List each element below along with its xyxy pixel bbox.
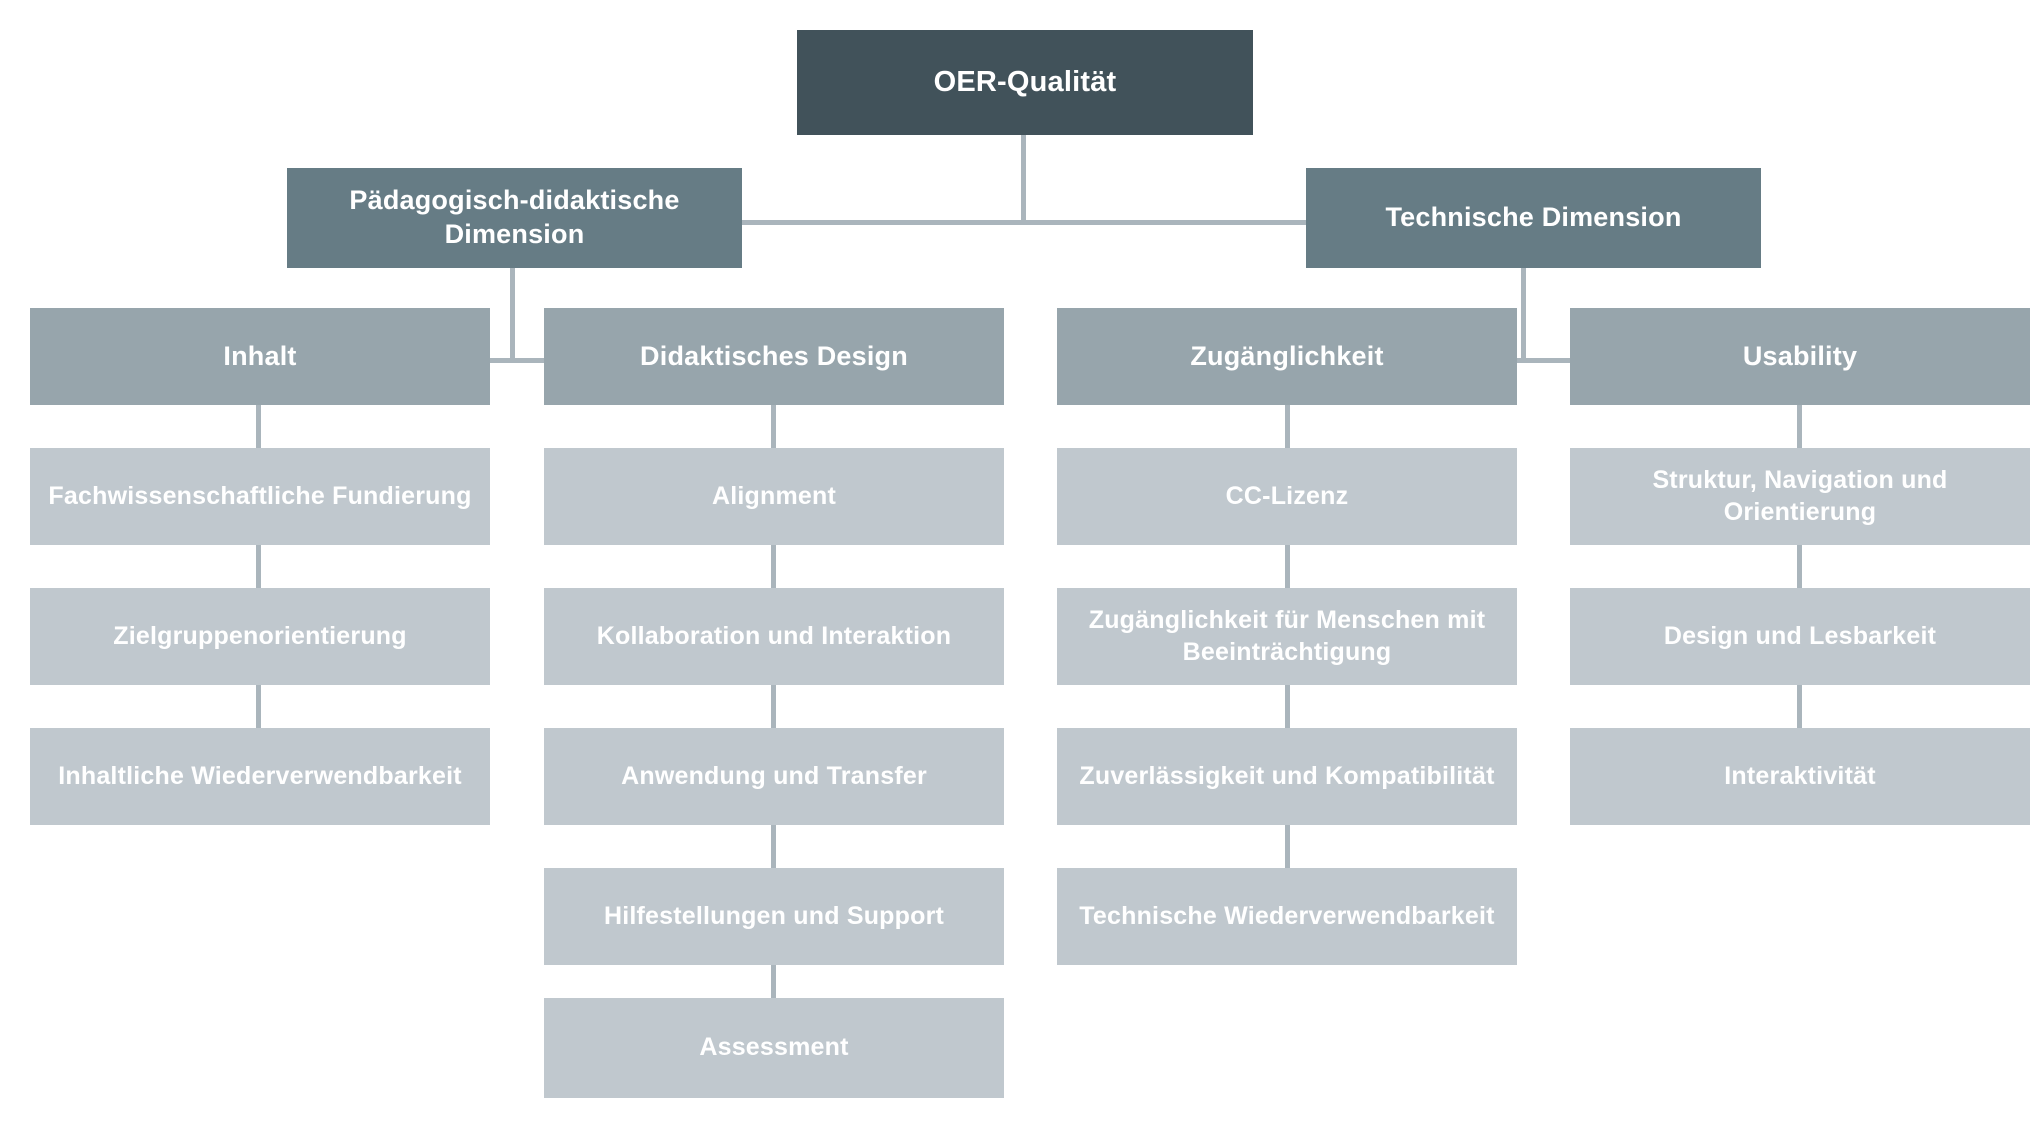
connector-inhalt-1 bbox=[256, 405, 261, 448]
connector-root-stem bbox=[1021, 135, 1026, 223]
connector-didaktik-2 bbox=[771, 545, 776, 588]
node-criterion-cc-lizenz[interactable]: CC-Lizenz bbox=[1057, 448, 1517, 545]
connector-dimensions-bar bbox=[738, 220, 1310, 225]
node-criterion-zielgruppenorientierung[interactable]: Zielgruppenorientierung bbox=[30, 588, 490, 685]
node-criterion-alignment[interactable]: Alignment bbox=[544, 448, 1004, 545]
connector-technical-stem bbox=[1521, 268, 1526, 363]
connector-didaktik-1 bbox=[771, 405, 776, 448]
node-criterion-interaktivitaet[interactable]: Interaktivität bbox=[1570, 728, 2030, 825]
connector-usability-1 bbox=[1797, 405, 1802, 448]
connector-usability-2 bbox=[1797, 545, 1802, 588]
node-criterion-zuverlaessigkeit-und-kompatibilitaet[interactable]: Zuverlässigkeit und Kompatibilität bbox=[1057, 728, 1517, 825]
connector-pedagogic-children-bar bbox=[440, 358, 590, 363]
node-criterion-design-und-lesbarkeit[interactable]: Design und Lesbarkeit bbox=[1570, 588, 2030, 685]
connector-inhalt-2 bbox=[256, 545, 261, 588]
node-category-inhalt[interactable]: Inhalt bbox=[30, 308, 490, 405]
node-criterion-assessment[interactable]: Assessment bbox=[544, 998, 1004, 1098]
node-category-didaktisches-design[interactable]: Didaktisches Design bbox=[544, 308, 1004, 405]
node-criterion-anwendung-und-transfer[interactable]: Anwendung und Transfer bbox=[544, 728, 1004, 825]
node-criterion-kollaboration-und-interaktion[interactable]: Kollaboration und Interaktion bbox=[544, 588, 1004, 685]
node-criterion-fachwissenschaftliche-fundierung[interactable]: Fachwissenschaftliche Fundierung bbox=[30, 448, 490, 545]
connector-didaktik-5 bbox=[771, 965, 776, 998]
connector-zugang-2 bbox=[1285, 545, 1290, 588]
node-category-zugaenglichkeit[interactable]: Zugänglichkeit bbox=[1057, 308, 1517, 405]
node-oer-qualitaet[interactable]: OER-Qualität bbox=[797, 30, 1253, 135]
node-technische-dimension[interactable]: Technische Dimension bbox=[1306, 168, 1761, 268]
connector-zugang-3 bbox=[1285, 685, 1290, 728]
connector-zugang-4 bbox=[1285, 825, 1290, 868]
connector-technical-children-bar bbox=[1450, 358, 1600, 363]
connector-zugang-1 bbox=[1285, 405, 1290, 448]
connector-pedagogic-stem bbox=[510, 268, 515, 363]
connector-usability-3 bbox=[1797, 685, 1802, 728]
connector-didaktik-4 bbox=[771, 825, 776, 868]
node-criterion-technische-wiederverwendbarkeit[interactable]: Technische Wiederverwendbarkeit bbox=[1057, 868, 1517, 965]
node-criterion-zugaenglichkeit-fuer-menschen-mit-beeintraechtigung[interactable]: Zugänglichkeit für Menschen mit Beeinträ… bbox=[1057, 588, 1517, 685]
node-category-usability[interactable]: Usability bbox=[1570, 308, 2030, 405]
connector-inhalt-3 bbox=[256, 685, 261, 728]
node-criterion-inhaltliche-wiederverwendbarkeit[interactable]: Inhaltliche Wiederverwendbarkeit bbox=[30, 728, 490, 825]
node-paedagogisch-didaktische-dimension[interactable]: Pädagogisch-didaktische Dimension bbox=[287, 168, 742, 268]
node-criterion-struktur-navigation-und-orientierung[interactable]: Struktur, Navigation und Orientierung bbox=[1570, 448, 2030, 545]
connector-didaktik-3 bbox=[771, 685, 776, 728]
node-criterion-hilfestellungen-und-support[interactable]: Hilfestellungen und Support bbox=[544, 868, 1004, 965]
